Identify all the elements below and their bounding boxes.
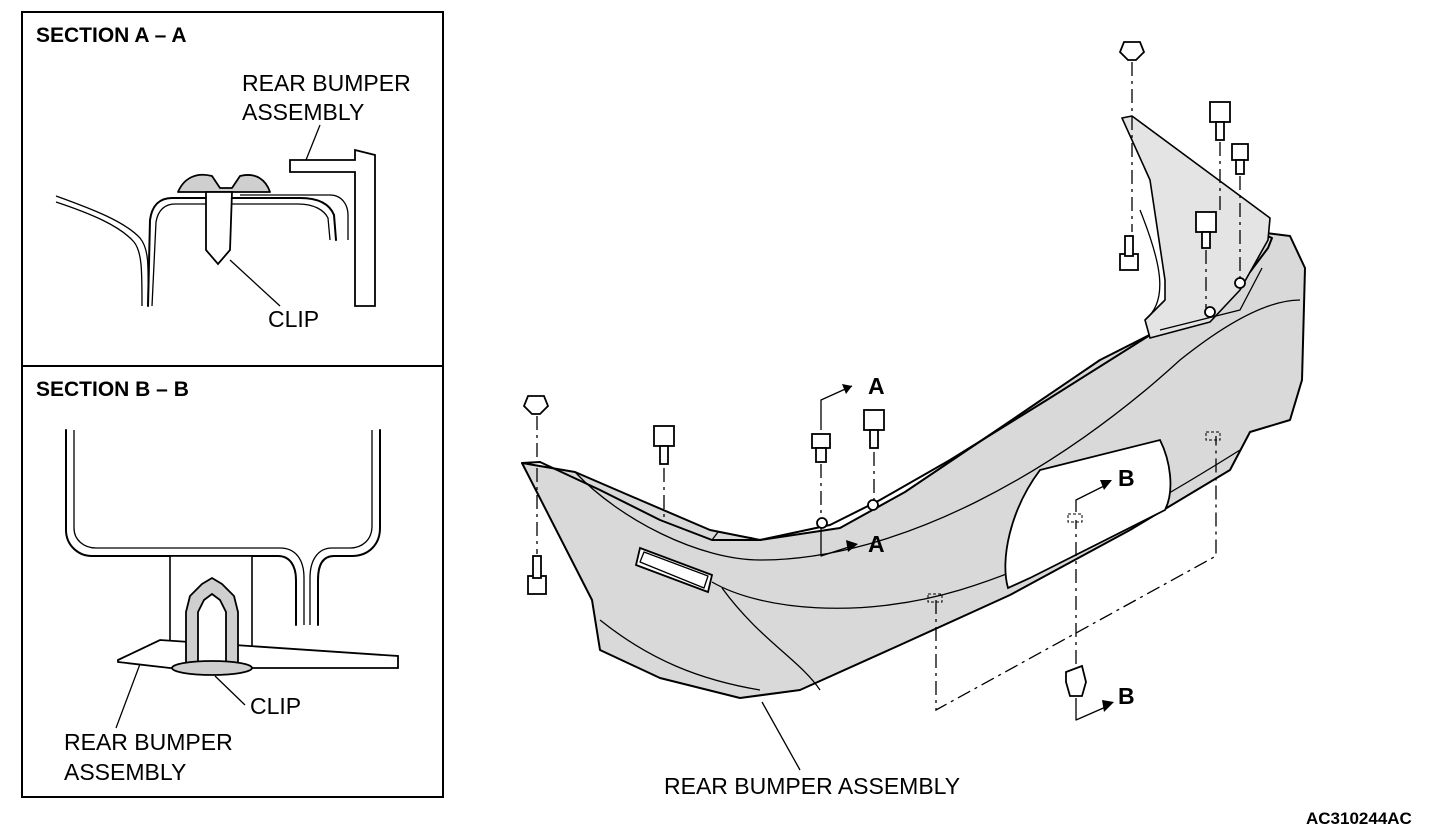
section-bb-bumper-leader xyxy=(115,663,141,729)
section-marker-line xyxy=(1075,698,1109,721)
clip-icon xyxy=(811,433,831,449)
fastener-clip-lower xyxy=(1065,664,1087,697)
section-bb-panel-inner-right xyxy=(309,430,373,625)
clip-slot xyxy=(927,593,943,603)
fastener-bolt-3 xyxy=(1209,101,1231,141)
section-aa-panel: SECTION A – A REAR BUMPER ASSEMBLY CLIP xyxy=(21,11,444,367)
figure-code: AC310244AC xyxy=(1306,809,1412,828)
flange-hole xyxy=(867,499,879,511)
section-aa-body-panel-inner xyxy=(55,201,143,307)
bolt-shank-icon xyxy=(659,445,669,465)
bolt-head-icon xyxy=(1195,211,1217,233)
fastener-bolt-1 xyxy=(653,425,675,465)
section-marker-b-top: B xyxy=(1075,465,1135,512)
clip-icon xyxy=(1065,664,1087,697)
assembly-label: REAR BUMPER ASSEMBLY xyxy=(664,773,960,799)
bolt-head-icon xyxy=(1231,143,1249,161)
bumper-right-wing-inner xyxy=(1159,267,1263,331)
fastener-bolt-5 xyxy=(1195,211,1217,249)
fastener-clip-left-top xyxy=(522,395,550,415)
section-marker-b-label-2: B xyxy=(1118,683,1135,709)
section-marker-line xyxy=(1075,483,1109,512)
arrow-icon xyxy=(842,384,852,394)
section-bb-bumper-label-2: ASSEMBLY xyxy=(64,759,186,785)
rear-bumper-assembly-drawing: A A B B REAR BUMPER ASSEMBLY xyxy=(521,41,1306,799)
bolt-shank-icon xyxy=(532,555,542,579)
section-aa-clip-leader xyxy=(229,259,281,307)
bolt-head-icon xyxy=(1209,101,1231,123)
left-reflector-inner xyxy=(639,551,709,589)
clip-icon xyxy=(1118,41,1146,61)
flange-holes xyxy=(816,277,1246,529)
fastener-bolt-4 xyxy=(1231,143,1249,175)
clip-slot xyxy=(1067,513,1083,523)
section-marker-b-label: B xyxy=(1118,465,1135,491)
bolt-shank-icon xyxy=(1124,235,1134,257)
flange-hole xyxy=(816,517,828,529)
section-bb-panel-inner-left xyxy=(73,430,305,625)
bolt-shank-icon xyxy=(869,429,879,449)
arrow-icon xyxy=(1102,700,1114,712)
fastener-bolt-right-bottom xyxy=(1119,235,1139,271)
bolt-head-icon xyxy=(863,409,885,431)
bolt-head-icon xyxy=(653,425,675,447)
bumper-upper-character-line xyxy=(574,299,1301,561)
section-marker-a-label: A xyxy=(868,373,885,399)
bumper-corner-crease xyxy=(721,587,821,691)
fastener-clip-a xyxy=(811,433,831,463)
section-bb-bumper-label-1: REAR BUMPER xyxy=(64,729,233,755)
clip-alignment-line xyxy=(935,436,1217,712)
section-aa-inner-panel-edge xyxy=(151,203,331,307)
section-bb-title: SECTION B – B xyxy=(36,378,189,401)
section-aa-clip-head xyxy=(177,173,271,193)
arrow-icon xyxy=(846,540,858,552)
section-bb-clip-core xyxy=(197,592,227,665)
section-bb-clip-leader xyxy=(214,675,246,706)
section-aa-bumper-leader xyxy=(305,124,321,161)
section-aa-bracket xyxy=(240,194,349,240)
flange-hole xyxy=(1204,306,1216,318)
section-aa-bumper-label-1: REAR BUMPER xyxy=(242,70,411,96)
bolt-shank-icon xyxy=(1201,231,1211,249)
arrow-icon xyxy=(1100,480,1112,490)
clip-icon xyxy=(522,395,550,415)
section-aa-title: SECTION A – A xyxy=(36,24,187,47)
section-aa-clip-label: CLIP xyxy=(268,306,319,332)
section-marker-line xyxy=(820,385,853,430)
fastener-bolt-2 xyxy=(863,409,885,449)
fastener-clip-right-top xyxy=(1118,41,1146,61)
section-aa-clip xyxy=(177,173,271,266)
section-aa-inner-panel xyxy=(147,197,337,307)
bumper-shell xyxy=(521,231,1306,699)
section-aa-bumper-profile xyxy=(289,148,376,307)
bumper-top-flange xyxy=(521,231,1273,541)
section-bb-panel: SECTION B – B CLIP REAR BUMPER ASSEMBLY xyxy=(21,365,444,798)
license-plate-recess xyxy=(1004,438,1172,590)
bumper-top-notch xyxy=(711,531,761,541)
section-marker-b-bottom: B xyxy=(1075,683,1135,721)
section-aa-bumper-label-2: ASSEMBLY xyxy=(242,99,364,125)
left-reflector xyxy=(634,546,714,594)
flange-hole xyxy=(1234,277,1246,289)
assembly-leader-line xyxy=(761,701,801,771)
section-bb-panel-outer-right xyxy=(317,429,381,626)
fastener-bolt-left-bottom xyxy=(527,555,547,595)
section-marker-a-label-2: A xyxy=(868,531,885,557)
section-bb-clip xyxy=(171,577,253,676)
section-bb-clip-head xyxy=(171,660,253,676)
bolt-shank-icon xyxy=(1215,121,1225,141)
section-marker-line xyxy=(820,528,853,557)
bumper-lower-line xyxy=(599,619,761,691)
bumper-right-wing-edge xyxy=(1139,209,1161,321)
bolt-shank-icon xyxy=(1235,159,1245,175)
section-marker-a-bottom: A xyxy=(820,528,885,557)
section-aa-clip-shank xyxy=(205,191,233,266)
section-bb-clip-label: CLIP xyxy=(250,693,301,719)
clip-icon xyxy=(815,447,827,463)
section-marker-a-top: A xyxy=(820,373,885,430)
clip-slot xyxy=(1205,431,1221,441)
